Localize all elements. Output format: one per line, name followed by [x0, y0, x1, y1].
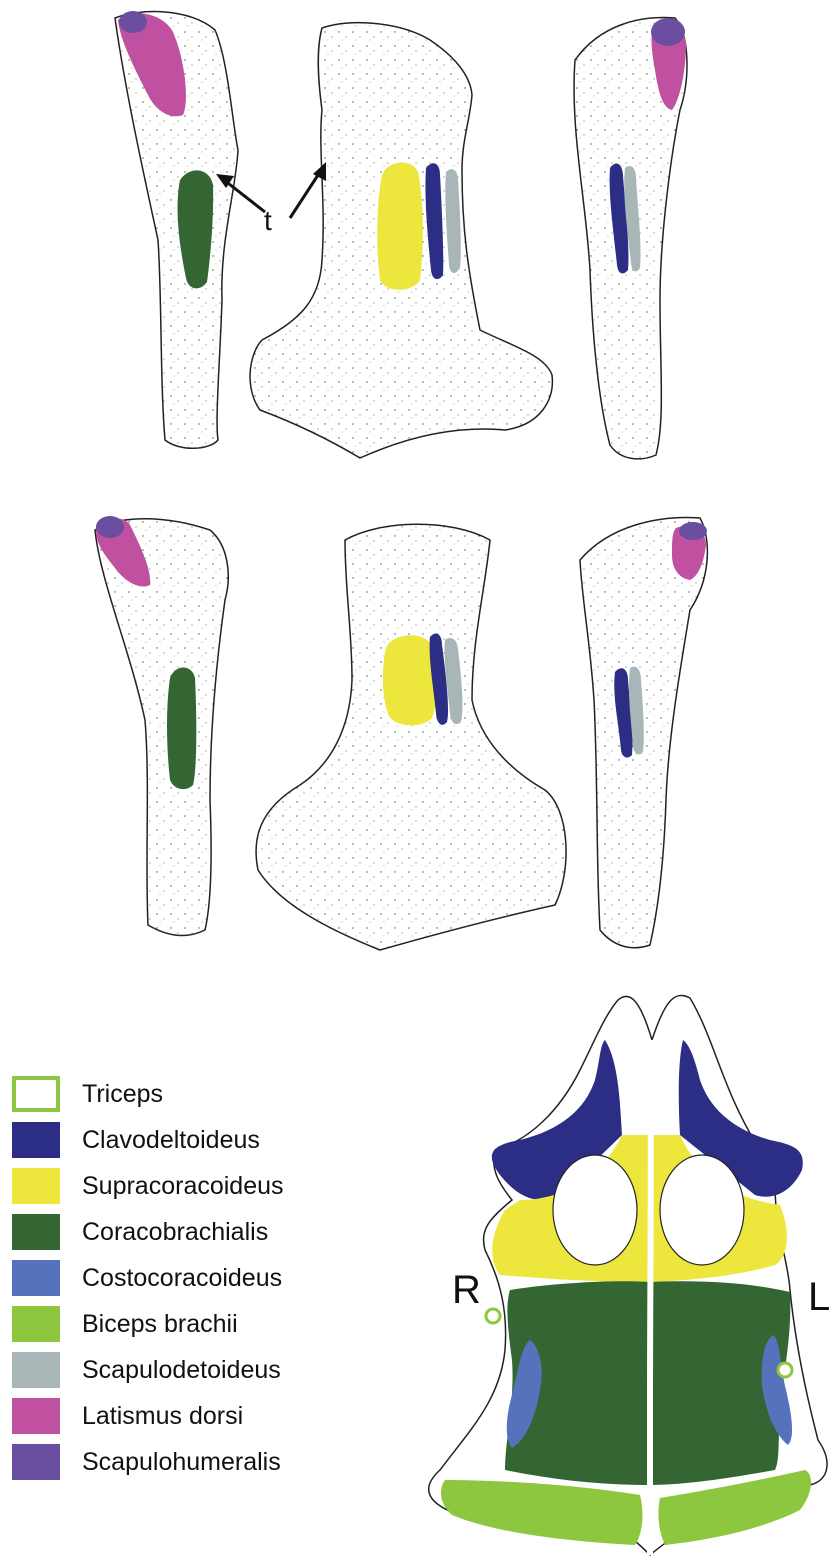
t-annotation-label: t	[264, 205, 272, 237]
legend-item-triceps: Triceps	[12, 1075, 163, 1113]
legend-label: Biceps brachii	[82, 1310, 238, 1339]
sternum-midline	[650, 1040, 651, 1555]
arrow-to-middle-bone	[290, 172, 320, 218]
legend-item-supracoracoideus: Supracoracoideus	[12, 1167, 284, 1205]
legend-item-coracobrachialis: Coracobrachialis	[12, 1213, 268, 1251]
legend-swatch	[12, 1076, 60, 1112]
side-label-left: L	[808, 1275, 830, 1320]
triceps-marker-right	[486, 1309, 500, 1323]
legend-label: Latismus dorsi	[82, 1402, 243, 1431]
foramen-left	[660, 1155, 744, 1265]
legend-swatch	[12, 1260, 60, 1296]
legend-item-latismus-dorsi: Latismus dorsi	[12, 1397, 243, 1435]
scapulohumeralis-patch	[119, 11, 147, 33]
legend-item-clavodeltoideus: Clavodeltoideus	[12, 1121, 260, 1159]
legend-label: Scapulohumeralis	[82, 1448, 281, 1477]
scapulohumeralis-patch-row2-right	[679, 522, 707, 540]
bone-row-1	[115, 11, 687, 459]
bone-middle-left	[95, 519, 228, 936]
legend-swatch	[12, 1214, 60, 1250]
legend-label: Coracobrachialis	[82, 1218, 268, 1247]
legend-swatch	[12, 1398, 60, 1434]
legend-label: Costocoracoideus	[82, 1264, 282, 1293]
legend-item-scapulohumeralis: Scapulohumeralis	[12, 1443, 281, 1481]
bone-row-2	[95, 516, 707, 950]
bone-middle-middle	[256, 524, 566, 950]
scapulohumeralis-patch-row2	[96, 516, 124, 538]
legend-item-costocoracoideus: Costocoracoideus	[12, 1259, 282, 1297]
legend-item-biceps-brachii: Biceps brachii	[12, 1305, 238, 1343]
supracoracoideus-patch	[377, 163, 423, 290]
triceps-marker-left	[778, 1363, 792, 1377]
legend-label: Triceps	[82, 1080, 163, 1109]
legend-label: Clavodeltoideus	[82, 1126, 260, 1155]
legend-swatch	[12, 1168, 60, 1204]
legend-label: Supracoracoideus	[82, 1172, 284, 1201]
coracobrachialis-patch-row2	[167, 668, 196, 790]
legend-swatch	[12, 1352, 60, 1388]
supracoracoideus-patch-row2	[383, 635, 437, 725]
sternum-diagram	[429, 995, 827, 1555]
legend-item-scapulodetoideus: Scapulodetoideus	[12, 1351, 281, 1389]
foramen-right	[553, 1155, 637, 1265]
scapulohumeralis-patch-right	[651, 18, 685, 46]
legend-swatch	[12, 1306, 60, 1342]
legend-label: Scapulodetoideus	[82, 1356, 281, 1385]
legend-swatch	[12, 1444, 60, 1480]
legend-swatch	[12, 1122, 60, 1158]
side-label-right: R	[452, 1268, 481, 1313]
